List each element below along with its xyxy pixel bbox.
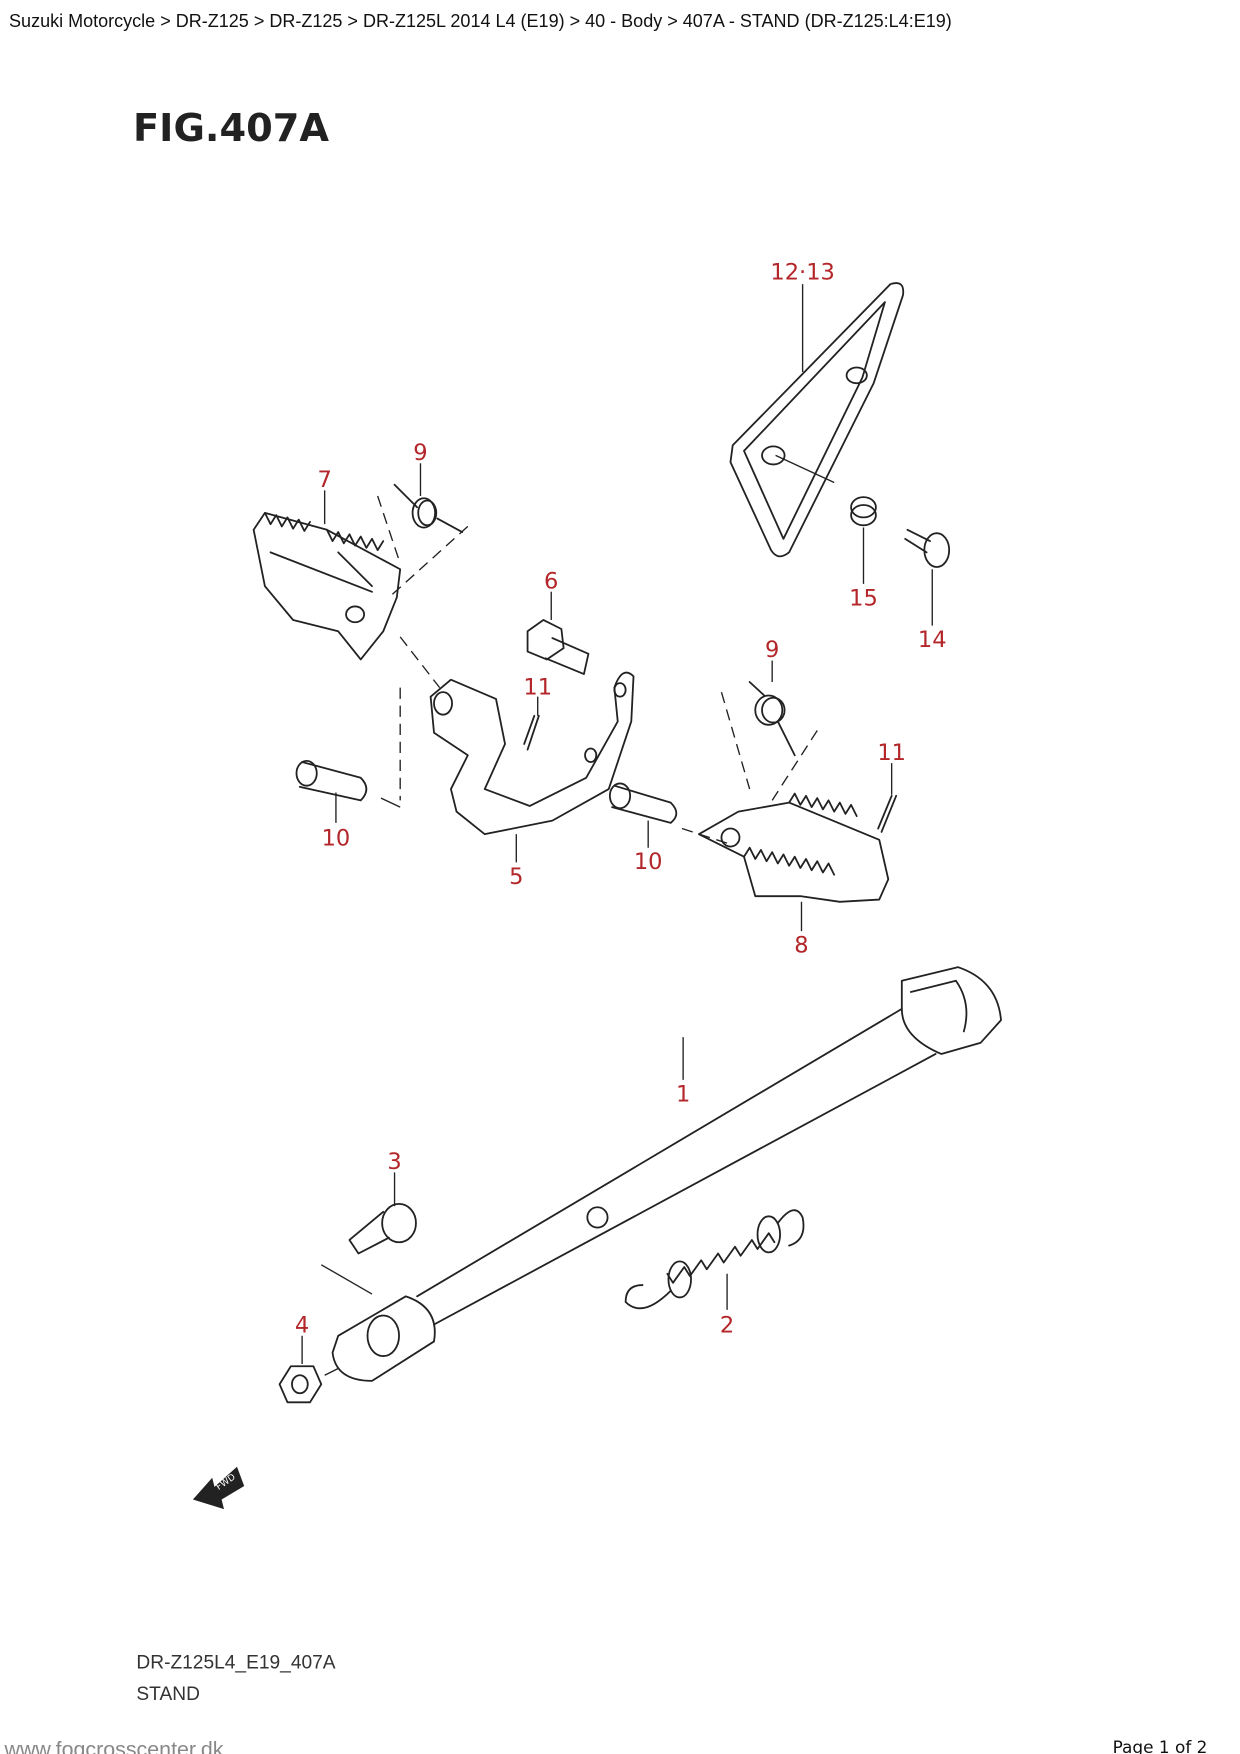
callout-11: 11 <box>523 674 552 700</box>
part-bracket-5 <box>429 671 635 836</box>
part-side-stand-1 <box>331 966 1002 1382</box>
diagram-code: DR-Z125L4_E19_407A <box>136 1652 335 1673</box>
part-spring-2 <box>624 1209 805 1310</box>
callout-9: 9 <box>765 637 779 663</box>
part-bolt-3 <box>348 1203 417 1255</box>
part-spring-9a <box>393 483 464 533</box>
callout-5: 5 <box>509 864 523 890</box>
part-footrest-left-7 <box>252 511 402 661</box>
part-cotter-pin-11b <box>877 794 898 833</box>
part-cotter-pin-11a <box>523 714 540 751</box>
breadcrumb: Suzuki Motorcycle > DR-Z125 > DR-Z125 > … <box>9 11 952 31</box>
callout-10: 10 <box>634 849 663 875</box>
part-spring-9b <box>748 681 796 757</box>
callout-12-13: 12·13 <box>770 260 835 286</box>
part-pin-10b <box>608 782 678 824</box>
callout-2: 2 <box>720 1312 734 1338</box>
page-indicator: Page 1 of 2 <box>1113 1737 1208 1754</box>
callout-1: 1 <box>676 1081 690 1107</box>
callout-6: 6 <box>544 568 558 594</box>
callout-8: 8 <box>794 933 808 959</box>
fwd-arrow-icon: FWD <box>192 1466 245 1510</box>
part-nut-4 <box>278 1365 323 1404</box>
part-bolt-6 <box>526 619 590 675</box>
part-screw-14 <box>904 528 951 568</box>
part-pin-10a <box>295 759 368 802</box>
website-url[interactable]: www.fogcrosscenter.dk <box>4 1737 224 1754</box>
callout-4: 4 <box>295 1312 309 1338</box>
callout-3: 3 <box>387 1149 401 1175</box>
callout-11: 11 <box>877 740 906 766</box>
callout-15: 15 <box>849 585 878 611</box>
part-cover-plate <box>729 282 905 558</box>
callout-9: 9 <box>413 440 427 466</box>
part-collar-15 <box>850 496 877 527</box>
figure-title: FIG.407A <box>133 106 329 151</box>
diagram-name: STAND <box>136 1684 200 1705</box>
callout-10: 10 <box>322 825 351 851</box>
callout-14: 14 <box>918 627 947 653</box>
part-footrest-right-8 <box>698 792 890 903</box>
callout-7: 7 <box>317 467 331 493</box>
